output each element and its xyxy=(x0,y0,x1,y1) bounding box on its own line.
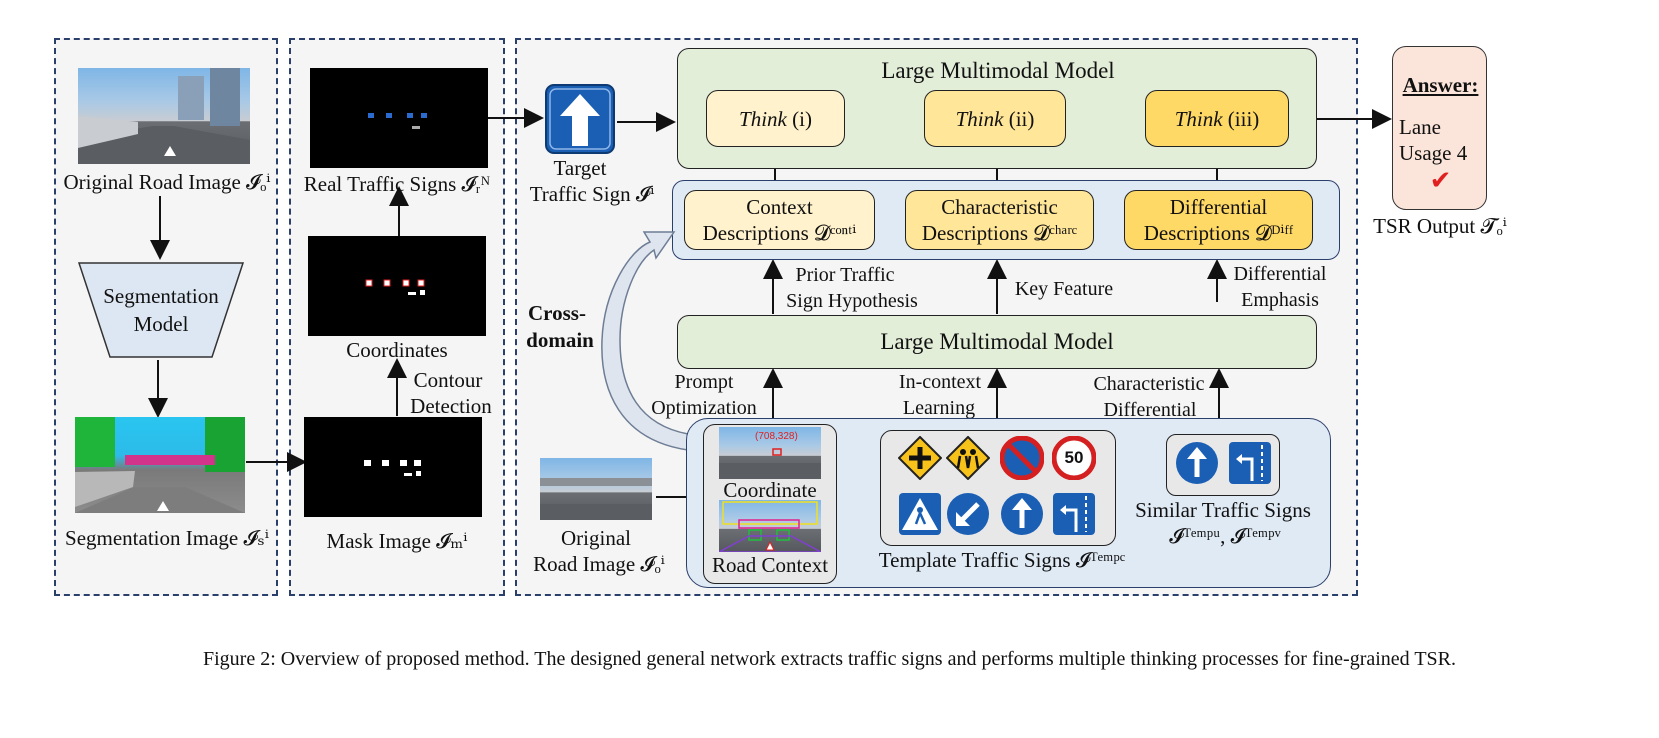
prior-hypothesis-label-2: Sign Hypothesis xyxy=(786,290,918,312)
prior-hypothesis-label-1: Prior Traffic xyxy=(795,264,895,286)
segmentation-image xyxy=(75,417,245,513)
think-word-2: Think xyxy=(955,106,1004,131)
coordinates-label: Coordinates xyxy=(346,338,448,362)
lmm-mid-block: Large Multimodal Model xyxy=(677,315,1317,369)
contour-detection-label-1: Contour xyxy=(413,368,483,392)
think-step-3: Think (iii) xyxy=(1145,90,1289,147)
context-descriptions-line-1: Context xyxy=(746,195,813,219)
lane-usage-sign-icon xyxy=(1053,493,1095,535)
road-context-label: Road Context xyxy=(711,553,829,577)
coordinate-label: Coordinate xyxy=(723,478,817,502)
differential-emphasis-label-2: Emphasis xyxy=(1241,289,1319,311)
keep-left-sign-icon xyxy=(947,493,989,535)
similar-lane-usage-sign-icon xyxy=(1229,442,1271,484)
segmentation-model-block: Segmentation Model xyxy=(77,262,245,358)
segmentation-image-label: Segmentation Image 𝓘ₛⁱ xyxy=(65,526,269,550)
school-zone-sign-icon xyxy=(946,436,990,480)
coordinates-image xyxy=(308,236,486,336)
differential-descriptions-line-1: Differential xyxy=(1169,195,1268,219)
cross-domain-label-1: Cross- xyxy=(528,301,586,325)
in-context-learning-label-1: In-context xyxy=(898,371,982,393)
original-road-image-small xyxy=(540,458,652,520)
segmentation-model-label-2: Model xyxy=(133,312,189,336)
differential-descriptions-box: Differential Descriptions 𝓓ᴰⁱᶠᶠ xyxy=(1124,190,1313,250)
speed-limit-sign-icon xyxy=(1052,436,1096,480)
answer-box: Answer: Lane Usage 4 ✔ xyxy=(1392,46,1487,210)
think-step-1-suffix: (i) xyxy=(786,106,812,131)
coordinate-readout: (708,328) xyxy=(755,431,798,442)
differential-descriptions-line-2: Descriptions 𝓓ᴰⁱᶠᶠ xyxy=(1143,221,1294,245)
speed-limit-value: 50 xyxy=(1064,448,1084,467)
characteristic-descriptions-box: Characteristic Descriptions 𝓓ᶜʰᵃʳᶜ xyxy=(905,190,1094,250)
target-traffic-sign-label-1: Target xyxy=(553,156,607,180)
straight-ahead-sign-icon xyxy=(1001,493,1043,535)
cross-domain-arrow xyxy=(601,231,689,451)
lmm-top-label: Large Multimodal Model xyxy=(881,58,1115,83)
coordinate-image: (708,328) xyxy=(719,427,821,479)
original-road-image-label: Original Road Image 𝓘ₒⁱ xyxy=(63,170,271,194)
key-feature-label: Key Feature xyxy=(1014,278,1114,300)
differential-emphasis-label-1: Differential xyxy=(1233,263,1327,285)
real-traffic-signs-label: Real Traffic Signs 𝓘ᵣᴺ xyxy=(303,172,491,196)
pedestrian-crossing-sign-icon xyxy=(899,493,941,535)
original-road-image xyxy=(78,68,250,164)
context-descriptions-box: Context Descriptions 𝓓ᶜᵒⁿᵗⁱ xyxy=(684,190,875,250)
characteristic-differential-label-2: Differential xyxy=(1103,399,1197,421)
characteristic-differential-label-1: Characteristic xyxy=(1093,373,1205,395)
segmentation-model-label-1: Segmentation xyxy=(103,284,219,308)
original-road-image-small-label-2: Road Image 𝓘ₒⁱ xyxy=(533,552,665,576)
target-traffic-sign-icon xyxy=(545,84,615,154)
no-parking-sign-icon xyxy=(1000,436,1044,480)
target-traffic-sign-label-2: Traffic Sign 𝓘ⁱ xyxy=(529,182,655,206)
tsr-output-label: TSR Output 𝓣ₒⁱ xyxy=(1373,214,1507,238)
answer-line-2: Usage 4 xyxy=(1399,141,1468,165)
prompt-optimization-label-1: Prompt xyxy=(674,371,734,393)
characteristic-descriptions-line-1: Characteristic xyxy=(941,195,1058,219)
think-step-2-suffix: (ii) xyxy=(1003,106,1035,131)
mask-image-label: Mask Image 𝓘ₘⁱ xyxy=(326,529,468,553)
prompt-optimization-label-2: Optimization xyxy=(651,397,757,419)
template-signs-label: Template Traffic Signs 𝓘ᵀᵉᵐᵖᶜ xyxy=(878,548,1126,572)
answer-title: Answer: xyxy=(1402,73,1479,97)
similar-straight-sign-icon xyxy=(1176,442,1218,484)
crossroad-warning-sign-icon xyxy=(898,436,942,480)
contour-detection-label-2: Detection xyxy=(410,394,492,418)
check-icon: ✔ xyxy=(1429,166,1452,196)
characteristic-descriptions-line-2: Descriptions 𝓓ᶜʰᵃʳᶜ xyxy=(921,221,1078,245)
context-descriptions-line-2: Descriptions 𝓓ᶜᵒⁿᵗⁱ xyxy=(702,221,857,245)
lmm-mid-label: Large Multimodal Model xyxy=(880,329,1114,354)
similar-signs-label-2: 𝓘ᵀᵉᵐᵖᵘ, 𝓘ᵀᵉᵐᵖᵛ xyxy=(1169,524,1281,548)
mask-image xyxy=(304,417,482,517)
cross-domain-label-2: domain xyxy=(526,328,594,352)
think-word-1: Think xyxy=(739,106,787,131)
real-traffic-signs-image xyxy=(310,68,488,168)
original-road-image-small-label-1: Original xyxy=(561,526,631,550)
think-word-3: Think xyxy=(1174,106,1223,131)
think-step-2: Think (ii) xyxy=(924,90,1066,147)
answer-line-1: Lane xyxy=(1399,115,1441,139)
figure-caption: Figure 2: Overview of proposed method. T… xyxy=(202,648,1457,670)
think-step-1: Think (i) xyxy=(706,90,845,147)
think-step-3-suffix: (iii) xyxy=(1222,106,1260,131)
similar-signs-label-1: Similar Traffic Signs xyxy=(1135,498,1311,522)
road-context-image xyxy=(719,500,821,552)
in-context-learning-label-2: Learning xyxy=(902,397,976,419)
